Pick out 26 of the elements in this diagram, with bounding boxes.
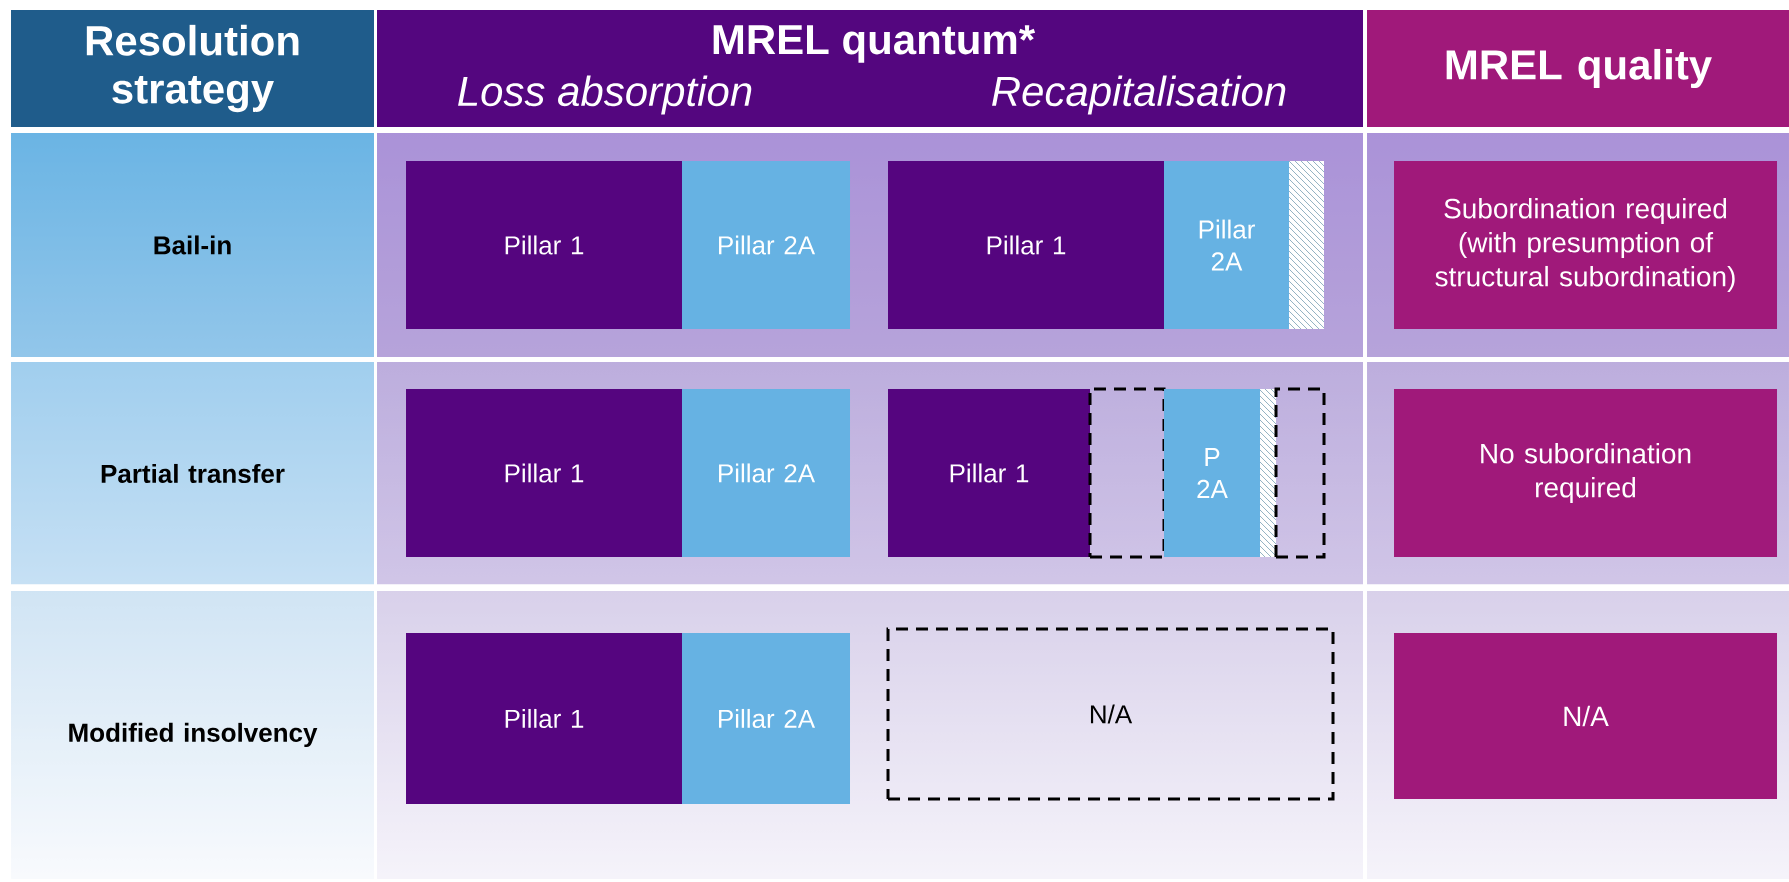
header-title: MREL quantum* (713, 25, 1036, 63)
quality-box: Subordination required (with presumption of structural subordination) (1394, 161, 1777, 329)
hatched-block (1260, 389, 1276, 557)
column-subheading: Recapitalisation (992, 75, 1286, 115)
capital-block: Pillar 2A (682, 161, 850, 329)
capital-block: Pillar 1 (406, 389, 682, 557)
header-cell (377, 10, 1363, 127)
capital-block: Pillar 1 (406, 161, 682, 329)
quality-box: No subordination required (1394, 389, 1777, 557)
row-label-cell: Modified insolvency (69, 722, 318, 748)
dashed-outline-box: N/A (886, 627, 1335, 801)
row-label-cell: Bail-in (154, 235, 231, 255)
header-cell: Resolution strategy (11, 10, 374, 127)
dashed-outline-box (1274, 387, 1326, 559)
dashed-outline-box (1088, 387, 1166, 559)
capital-block: P 2A (1164, 389, 1260, 557)
row-label-cell: Partial transfer (101, 463, 285, 484)
capital-block: Pillar 2A (682, 633, 850, 804)
capital-block: Pillar 2A (682, 389, 850, 557)
column-subheading: Loss absorption (458, 75, 752, 115)
header-cell: MREL quality (1367, 10, 1789, 127)
capital-block: Pillar 1 (888, 389, 1090, 557)
capital-block: Pillar 1 (888, 161, 1164, 329)
capital-block: Pillar 1 (406, 633, 682, 804)
quality-box: N/A (1394, 633, 1777, 799)
capital-block: Pillar 2A (1164, 161, 1289, 329)
